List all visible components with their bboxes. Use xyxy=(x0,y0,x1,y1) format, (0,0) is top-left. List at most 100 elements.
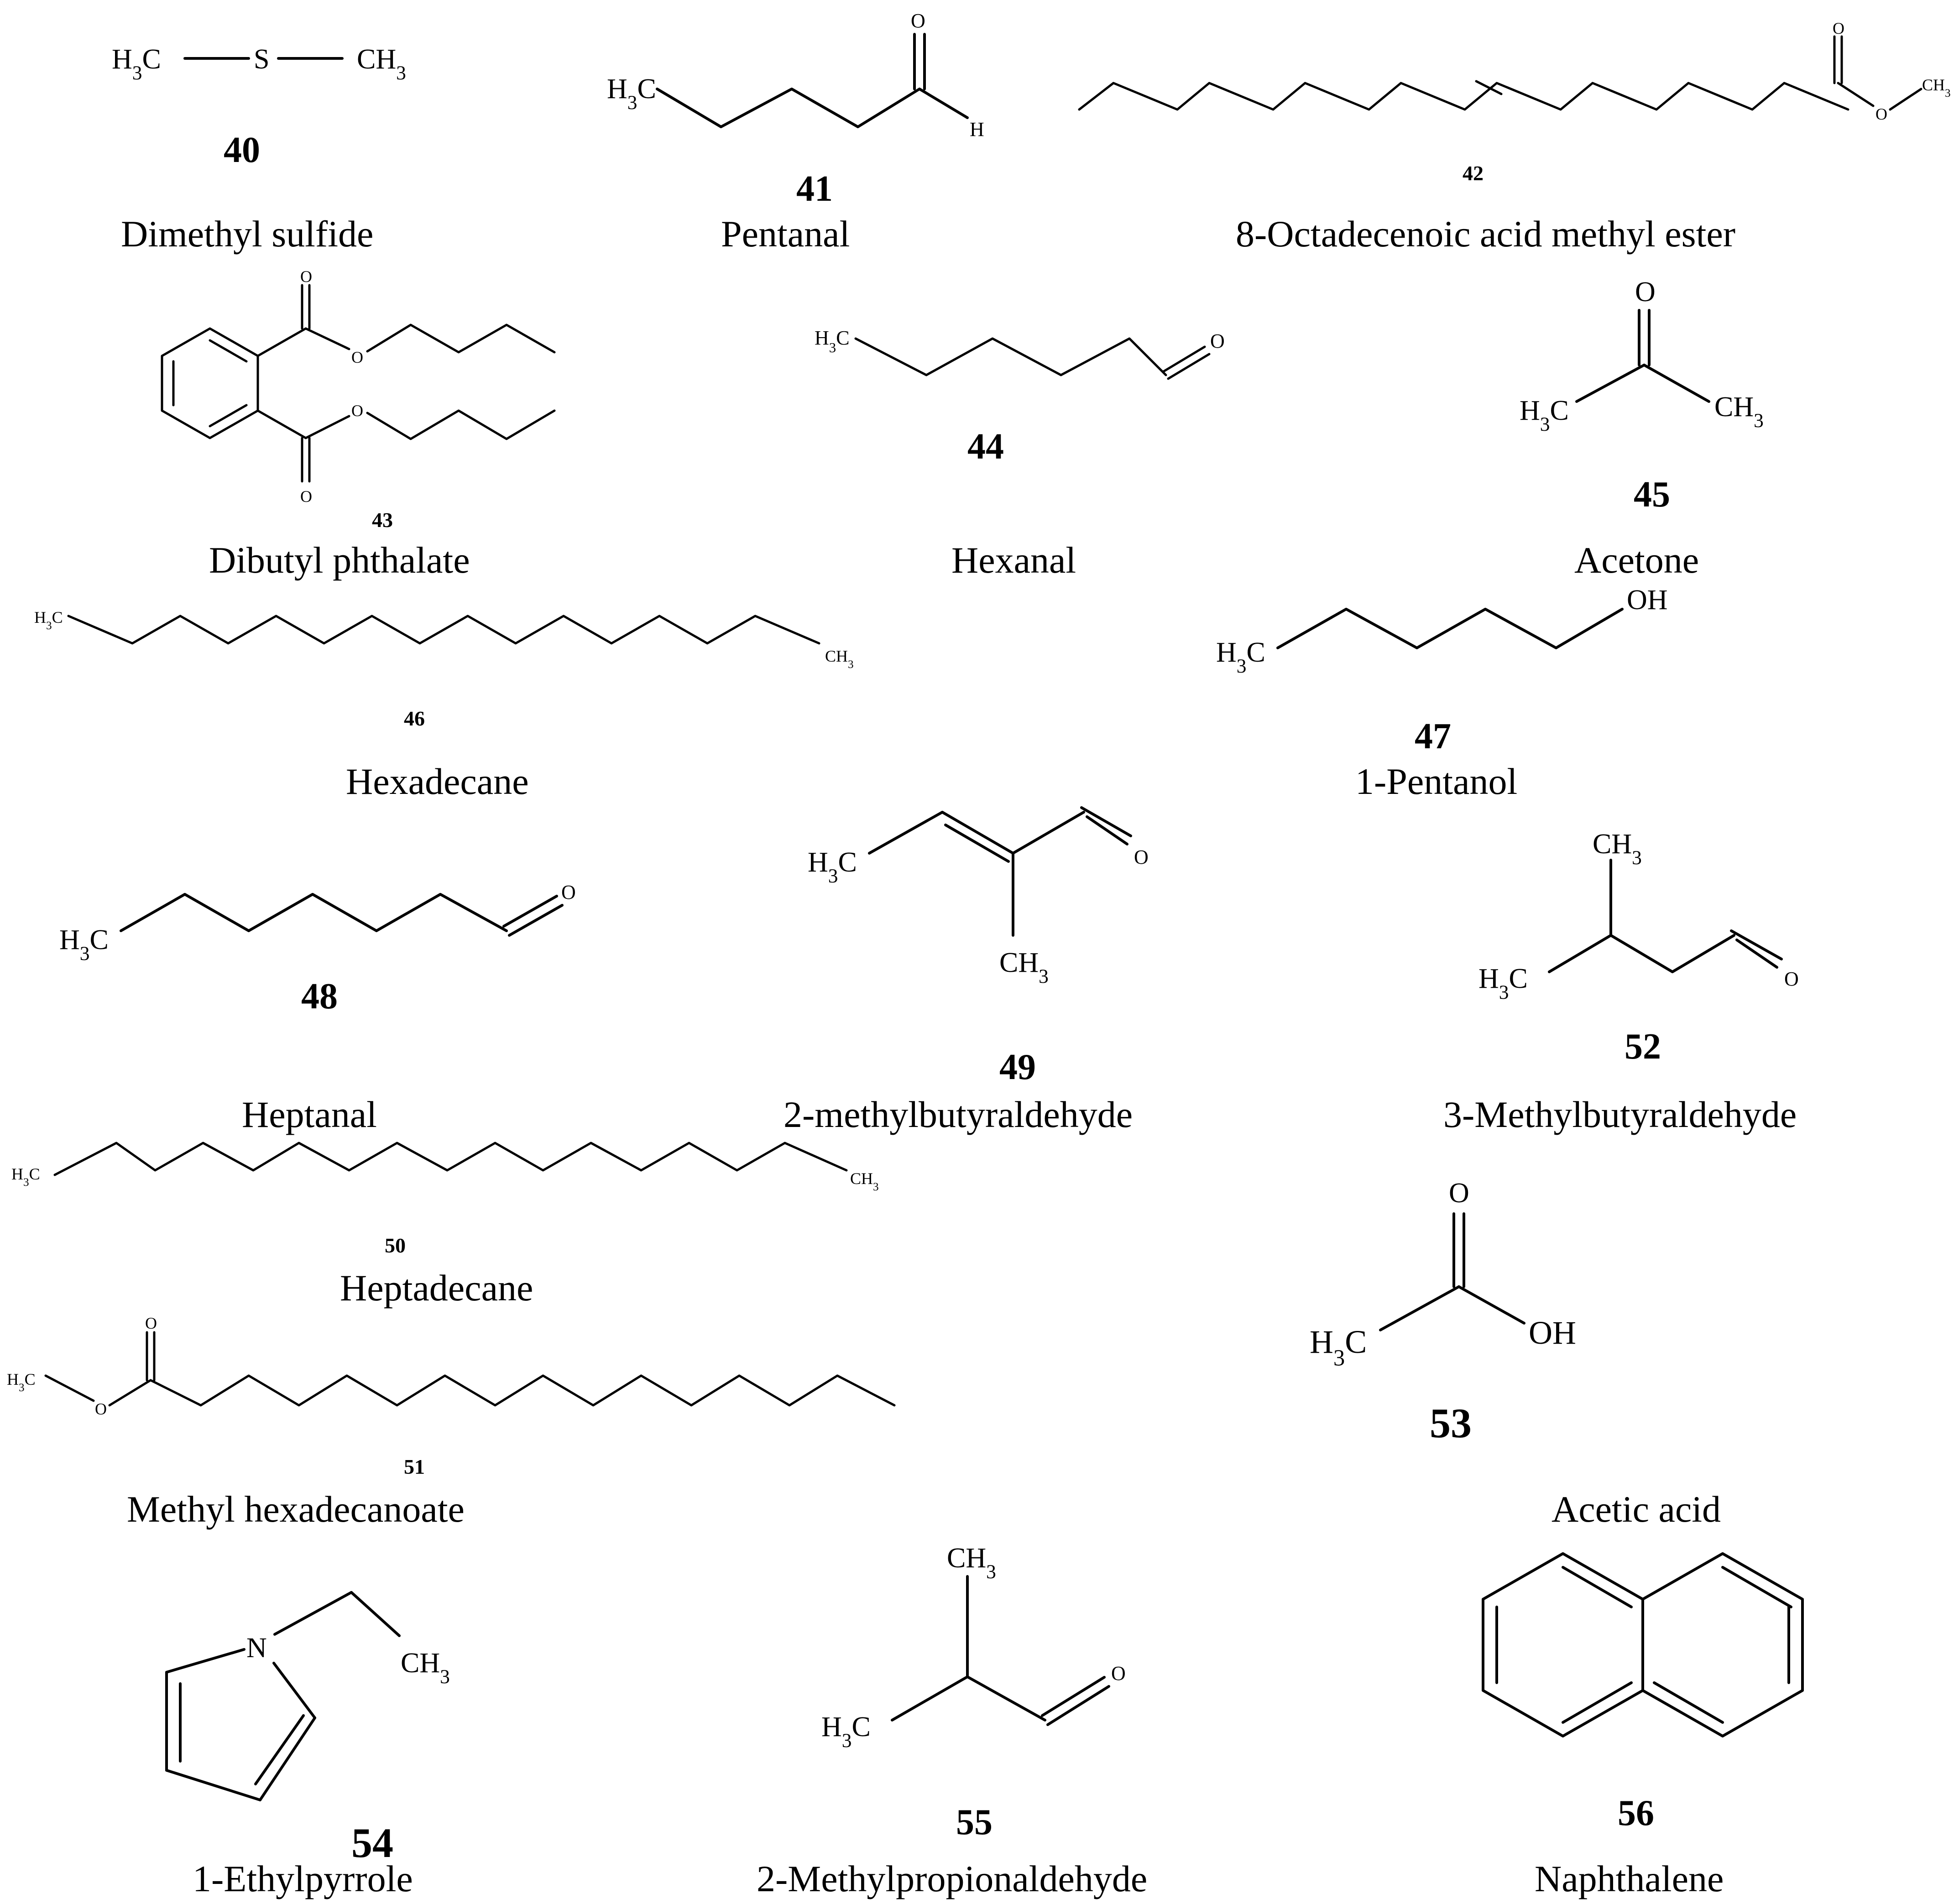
carbonyl-double-bond xyxy=(1730,929,1783,960)
atom-o: O xyxy=(95,1400,107,1418)
aromatic-bond xyxy=(209,404,248,428)
atom-ch3: CH3 xyxy=(825,647,854,671)
compound-45: O H3C CH3 45 Acetone xyxy=(1520,276,1764,581)
carbonyl-double-bond xyxy=(1167,353,1211,380)
compound-number: 53 xyxy=(1430,1400,1472,1446)
bond xyxy=(1548,934,1612,973)
bond xyxy=(350,1591,401,1637)
atom-oh: OH xyxy=(1529,1315,1576,1351)
atom-o: O xyxy=(561,881,576,903)
carbonyl-double-bond xyxy=(1080,806,1132,837)
atom-o: O xyxy=(911,10,925,32)
atom-h3c: H3C xyxy=(1478,963,1528,1003)
atom-h3c: H3C xyxy=(1520,395,1569,435)
compound-number: 43 xyxy=(372,508,393,532)
compound-number: 40 xyxy=(224,130,260,170)
compound-41: H3C O H 41 Pentanal xyxy=(607,10,984,255)
atom-h3c: H3C xyxy=(34,608,63,632)
bond xyxy=(1575,364,1646,403)
carbonyl-double-bond xyxy=(1086,815,1128,845)
atom-ch3: CH3 xyxy=(1714,391,1764,432)
compound-47: H3C OH 47 1-Pentanol xyxy=(1216,584,1668,802)
compound-number: 47 xyxy=(1415,716,1451,756)
atom-o: O xyxy=(1134,846,1149,868)
bond xyxy=(966,1675,1046,1721)
bond xyxy=(1012,811,1085,855)
compound-46: H3C CH3 46 Hexadecane xyxy=(34,608,854,802)
compound-number: 44 xyxy=(967,427,1004,467)
compound-number: 41 xyxy=(796,169,833,209)
carbon-chain xyxy=(149,1374,896,1407)
aromatic-bond xyxy=(209,339,248,363)
atom-h3c: H3C xyxy=(112,44,161,84)
compound-number: 50 xyxy=(385,1234,406,1257)
atom-o: O xyxy=(1210,330,1225,352)
butyl-chain xyxy=(366,409,556,440)
atom-h3c: H3C xyxy=(821,1711,871,1752)
atom-n: N xyxy=(246,1633,267,1664)
ring-double-bond xyxy=(254,1714,305,1785)
compound-name: 2-methylbutyraldehyde xyxy=(784,1094,1133,1135)
bond xyxy=(1609,934,1674,973)
compound-number: 45 xyxy=(1634,475,1670,515)
aromatic-bond xyxy=(1562,1681,1633,1724)
compound-name: Dimethyl sulfide xyxy=(121,213,373,255)
atom-oh: OH xyxy=(1627,584,1668,616)
carbon-chain xyxy=(120,893,508,932)
bond xyxy=(273,1591,353,1636)
atom-h3c: H3C xyxy=(815,327,850,355)
carbonyl-double-bond xyxy=(1046,1685,1110,1726)
compound-43: O O O O 43 Dibutyl phthalate xyxy=(161,267,556,581)
bond xyxy=(256,327,307,357)
compound-name: Heptadecane xyxy=(340,1267,533,1309)
carbonyl-double-bond xyxy=(1041,1676,1106,1717)
compound-number: 55 xyxy=(956,1802,993,1842)
compound-name: Pentanal xyxy=(721,213,850,255)
atom-o: O xyxy=(1635,276,1656,308)
compound-42: O O CH3 42 8-Octadecenoic acid methyl es… xyxy=(1078,19,1951,255)
bond xyxy=(1457,1285,1525,1325)
bond xyxy=(272,1662,316,1719)
compound-40: H3C S CH3 40 Dimethyl sulfide xyxy=(112,44,406,255)
compound-44: H3C O 44 Hexanal xyxy=(815,327,1225,581)
compound-name: 2-Methylpropionaldehyde xyxy=(757,1858,1147,1899)
carbonyl-double-bond xyxy=(1735,939,1778,969)
compound-49: H3C O CH3 49 2-methylbutyraldehyde xyxy=(784,806,1149,1135)
compound-number: 42 xyxy=(1463,162,1484,185)
aromatic-bond xyxy=(1653,1681,1724,1724)
compound-number: 48 xyxy=(301,976,338,1017)
bond xyxy=(1837,82,1875,107)
atom-o: O xyxy=(1833,19,1844,37)
atom-ch3: CH3 xyxy=(401,1648,450,1688)
compound-name: Dibutyl phthalate xyxy=(209,539,470,581)
alkene-double-bond xyxy=(941,811,1014,855)
carbonyl-double-bond xyxy=(502,895,558,928)
atom-ch3: CH3 xyxy=(850,1169,879,1193)
atom-ch3: CH3 xyxy=(947,1543,996,1583)
atom-ch3: CH3 xyxy=(1593,829,1642,869)
bond xyxy=(1379,1285,1460,1331)
bond xyxy=(1671,934,1735,973)
bond xyxy=(44,1374,95,1402)
atom-h3c: H3C xyxy=(11,1165,40,1189)
compound-name: Naphthalene xyxy=(1535,1858,1724,1899)
atom-o: O xyxy=(351,402,363,420)
compound-name: Hexanal xyxy=(951,539,1076,581)
atom-h3c: H3C xyxy=(607,73,656,114)
carbon-chain xyxy=(1276,608,1624,649)
carbonyl-double-bond xyxy=(1162,345,1206,373)
bond xyxy=(918,88,969,119)
atom-h3c: H3C xyxy=(7,1370,36,1394)
compound-name: Acetone xyxy=(1574,539,1699,581)
compound-name: Hexadecane xyxy=(346,761,529,802)
bond xyxy=(108,1379,152,1407)
bond xyxy=(256,409,307,439)
atom-h3c: H3C xyxy=(808,847,857,887)
aromatic-bond xyxy=(1562,1566,1633,1608)
compound-number: 54 xyxy=(351,1820,393,1866)
atom-o: O xyxy=(145,1314,157,1332)
atom-o: O xyxy=(300,267,312,286)
compound-name: 1-Pentanol xyxy=(1355,761,1517,802)
compound-53: O H3C OH 53 Acetic acid xyxy=(1310,1178,1721,1530)
